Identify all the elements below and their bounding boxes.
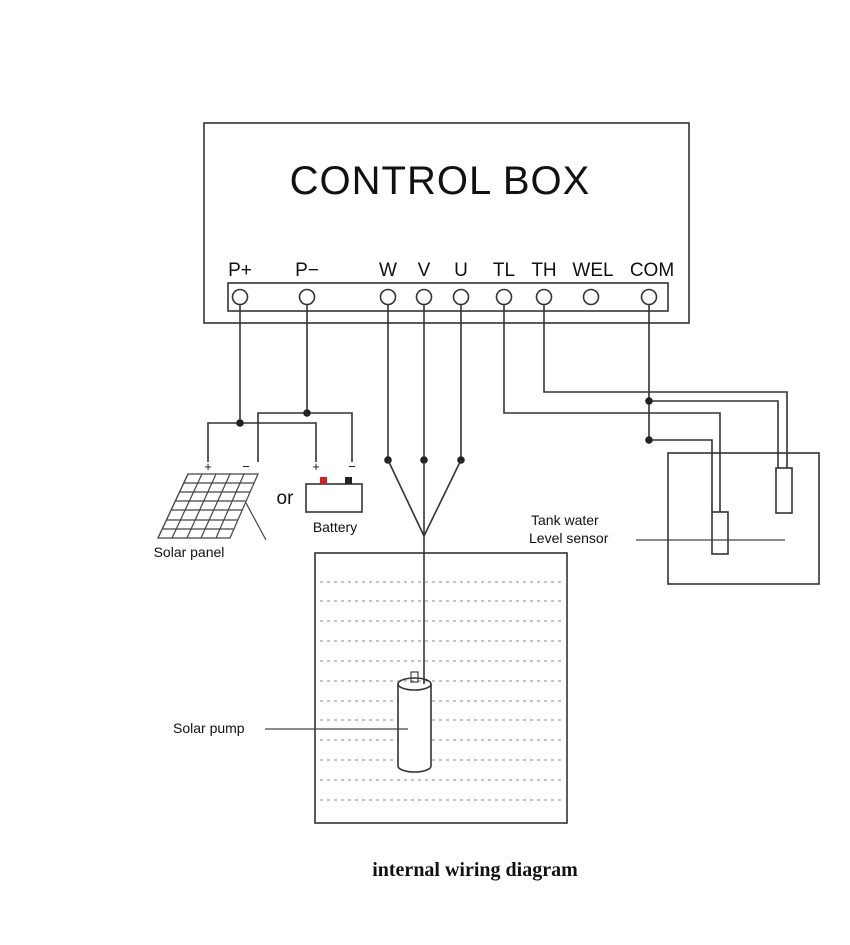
water-tank	[667, 452, 820, 585]
battery-label: Battery	[313, 519, 357, 535]
terminal-label-th: TH	[531, 260, 556, 281]
control-box-frame	[203, 122, 690, 324]
water-level-lines	[320, 581, 562, 801]
diagram-caption: internal wiring diagram	[372, 859, 578, 881]
sensor-wires	[503, 305, 788, 512]
control-box-title: CONTROL BOX	[290, 159, 591, 203]
terminal-screw-wel	[582, 288, 600, 306]
battery-icon	[305, 477, 363, 513]
terminal-screw-u	[452, 288, 470, 306]
level-sensor-label-line1: Tank water	[531, 512, 599, 528]
solar-panel-label: Solar panel	[154, 544, 225, 560]
terminal-label-wel: WEL	[572, 260, 613, 281]
battery-minus-sign: −	[348, 459, 356, 474]
terminal-screw-v	[415, 288, 433, 306]
solar-panel-icon	[157, 473, 267, 541]
terminal-screw-p-minus	[298, 288, 316, 306]
motor-wires	[384, 305, 465, 684]
terminal-label-p-plus: P+	[228, 260, 252, 281]
terminal-screw-tl	[495, 288, 513, 306]
level-sensor-high-probe	[775, 467, 793, 514]
battery-plus-sign: +	[312, 459, 320, 474]
level-sensor-label-line2: Level sensor	[529, 530, 609, 546]
terminal-label-u: U	[454, 260, 468, 281]
terminal-screw-p-plus	[231, 288, 249, 306]
terminal-label-tl: TL	[493, 260, 515, 281]
terminal-label-v: V	[418, 260, 431, 281]
terminal-label-w: W	[379, 260, 397, 281]
well-frame	[314, 552, 568, 824]
terminal-screw-th	[535, 288, 553, 306]
solar-panel-minus-sign: −	[242, 459, 250, 474]
power-wires	[207, 305, 353, 462]
terminal-screw-w	[379, 288, 397, 306]
level-sensor-low-probe	[711, 511, 729, 555]
solar-pump-icon	[397, 671, 432, 773]
terminal-label-com: COM	[630, 260, 674, 281]
solar-pump-label: Solar pump	[173, 720, 245, 736]
terminal-label-p-minus: P−	[295, 260, 319, 281]
or-label: or	[277, 488, 295, 509]
solar-panel-plus-sign: +	[204, 459, 212, 474]
terminal-screw-com	[640, 288, 658, 306]
terminal-strip	[227, 282, 669, 312]
